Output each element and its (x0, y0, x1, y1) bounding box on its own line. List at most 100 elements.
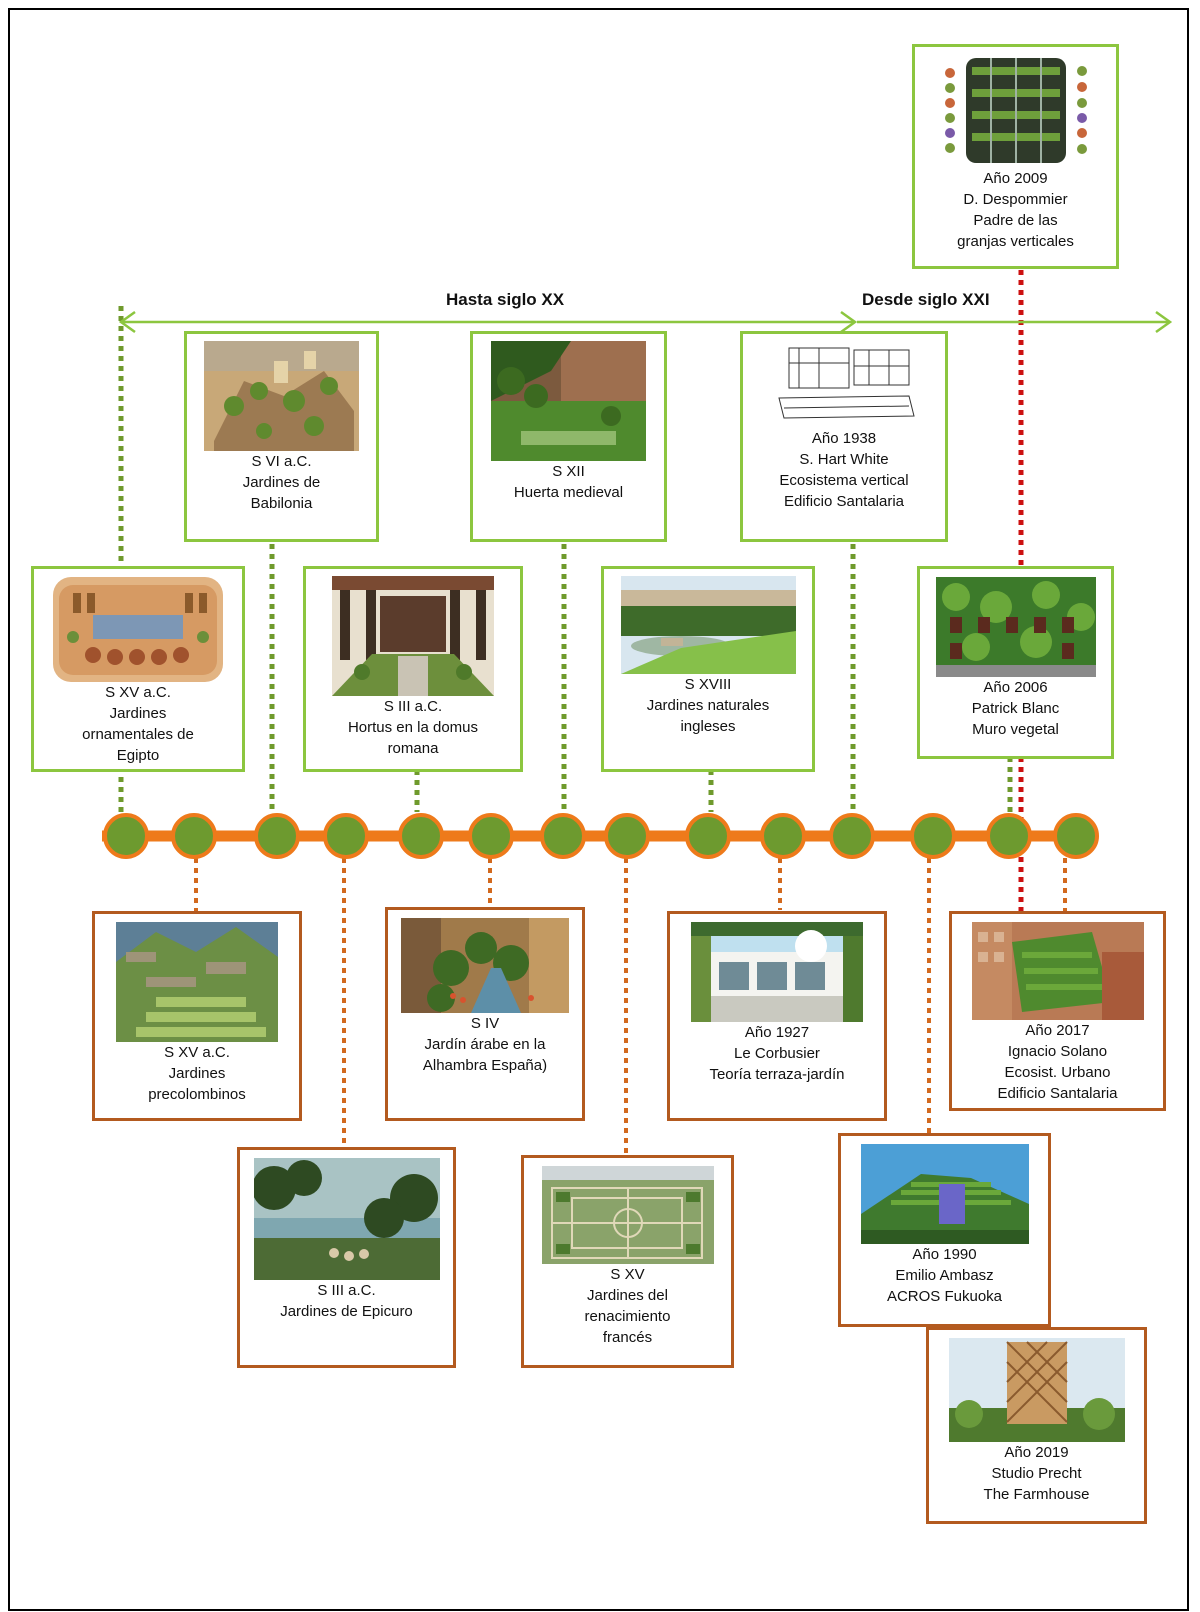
event-line: Jardines de Epicuro (280, 1303, 413, 1320)
event-card-blanc: Año 2006 Patrick Blanc Muro vegetal (917, 566, 1114, 759)
event-line: Ecosist. Urbano (1004, 1064, 1111, 1081)
timeline-node (910, 813, 956, 859)
inca-terraces-picture (116, 922, 278, 1042)
diagram-frame (8, 8, 1189, 1611)
event-line: Año 2017 (1025, 1022, 1090, 1039)
event-card-ingleses: S XVIII Jardines naturales ingleses (601, 566, 815, 772)
event-line: S XV a.C. (164, 1044, 230, 1061)
green-building-picture (971, 922, 1144, 1020)
event-line: S XV a.C. (105, 684, 171, 701)
event-card-alhambra: S IV Jardín árabe en la Alhambra España) (385, 907, 585, 1121)
event-card-precolombinos: S XV a.C. Jardines precolombinos (92, 911, 302, 1121)
timeline-node (254, 813, 300, 859)
timeline-node (986, 813, 1032, 859)
event-line: S III a.C. (383, 698, 443, 715)
event-line: francés (602, 1329, 653, 1346)
event-line: precolombinos (148, 1086, 246, 1103)
event-line: Año 2006 (983, 679, 1048, 696)
event-line: Jardín árabe en la (424, 1036, 546, 1053)
event-card-hartwhite: Año 1938 S. Hart White Ecosistema vertic… (740, 331, 948, 542)
timeline-node (829, 813, 875, 859)
event-card-despommier: Año 2009 D. Despommier Padre de las gran… (912, 44, 1119, 269)
green-wall-picture (935, 577, 1096, 677)
event-line: Hortus en la domus (347, 719, 479, 736)
event-line: Año 2019 (1004, 1444, 1069, 1461)
event-card-solano: Año 2017 Ignacio Solano Ecosist. Urbano … (949, 911, 1166, 1111)
event-line: Ignacio Solano (1007, 1043, 1108, 1060)
event-card-epicuro: S III a.C. Jardines de Epicuro (237, 1147, 456, 1368)
event-line: romana (387, 740, 439, 757)
acros-fukuoka-picture (860, 1144, 1029, 1244)
vertical-farm-picture (935, 53, 1096, 168)
event-line: S XVIII (684, 676, 732, 693)
event-line: Teoría terraza-jardín (709, 1066, 845, 1083)
egyptian-garden-picture (53, 577, 223, 682)
event-line: Huerta medieval (513, 484, 624, 501)
timeline-node (468, 813, 514, 859)
span-arrow-head (840, 310, 858, 334)
event-line: Le Corbusier (734, 1045, 820, 1062)
medieval-garden-picture (491, 341, 646, 461)
event-line: S VI a.C. (251, 453, 312, 470)
event-line: Jardines naturales (646, 697, 770, 714)
french-garden-picture (541, 1166, 714, 1264)
event-line: granjas verticales (957, 233, 1074, 250)
event-line: Año 2009 (983, 170, 1048, 187)
event-line: Ecosistema vertical (779, 472, 909, 489)
span-arrow-head (118, 310, 136, 334)
event-line: Jardines de (242, 474, 321, 491)
event-line: S IV (470, 1015, 500, 1032)
alhambra-garden-picture (401, 918, 569, 1013)
timeline-node (171, 813, 217, 859)
event-line: Studio Precht (991, 1465, 1082, 1482)
timeline-node (685, 813, 731, 859)
english-garden-picture (620, 576, 796, 674)
span-label-from-xxi: Desde siglo XXI (862, 290, 990, 309)
event-line: Patrick Blanc (971, 700, 1060, 717)
modernist-villa-picture (691, 922, 863, 1022)
roman-garden-picture (332, 576, 494, 696)
event-line: renacimiento (584, 1308, 671, 1325)
event-card-ambasz: Año 1990 Emilio Ambasz ACROS Fukuoka (838, 1133, 1051, 1327)
event-line: Alhambra España) (422, 1057, 548, 1074)
event-line: Edificio Santalaria (997, 1085, 1118, 1102)
event-card-medieval: S XII Huerta medieval (470, 331, 667, 542)
event-line: S XII (552, 463, 585, 480)
timeline-node (1053, 813, 1099, 859)
event-line: Padre de las (973, 212, 1058, 229)
event-line: Jardines del (587, 1287, 668, 1304)
event-line: The Farmhouse (983, 1486, 1090, 1503)
event-line: ornamentales de (82, 726, 194, 743)
timeline-node (604, 813, 650, 859)
event-card-babilonia: S VI a.C. Jardines de Babilonia (184, 331, 379, 542)
epicurus-garden-picture (253, 1158, 440, 1280)
event-line: Año 1938 (811, 430, 877, 447)
span-label-until-xx: Hasta siglo XX (446, 290, 565, 309)
event-line: Babilonia (250, 495, 313, 512)
event-card-domus: S III a.C. Hortus en la domus romana (303, 566, 523, 772)
event-line: Egipto (116, 747, 160, 764)
event-line: S XV (610, 1266, 645, 1283)
timber-tower-picture (948, 1338, 1125, 1442)
vertical-ecosystem-sketch (769, 338, 919, 428)
event-line: S III a.C. (317, 1282, 376, 1299)
span-arrow-head (1155, 310, 1173, 334)
timeline-node (760, 813, 806, 859)
event-line: Jardines (168, 1065, 226, 1082)
hanging-gardens-picture (204, 341, 359, 451)
event-line: Año 1927 (744, 1024, 810, 1041)
event-line: Edificio Santalaria (783, 493, 905, 510)
event-line: D. Despommier (963, 191, 1068, 208)
event-card-corbusier: Año 1927 Le Corbusier Teoría terraza-jar… (667, 911, 887, 1121)
event-line: Muro vegetal (972, 721, 1059, 738)
timeline-node (103, 813, 149, 859)
event-card-egipto: S XV a.C. Jardines ornamentales de Egipt… (31, 566, 245, 772)
timeline-node (398, 813, 444, 859)
timeline-node (323, 813, 369, 859)
event-line: Año 1990 (912, 1246, 977, 1263)
event-line: Jardines (109, 705, 167, 722)
event-line: S. Hart White (799, 451, 889, 468)
event-card-precht: Año 2019 Studio Precht The Farmhouse (926, 1327, 1147, 1524)
event-card-renacimiento: S XV Jardines del renacimiento francés (521, 1155, 734, 1368)
